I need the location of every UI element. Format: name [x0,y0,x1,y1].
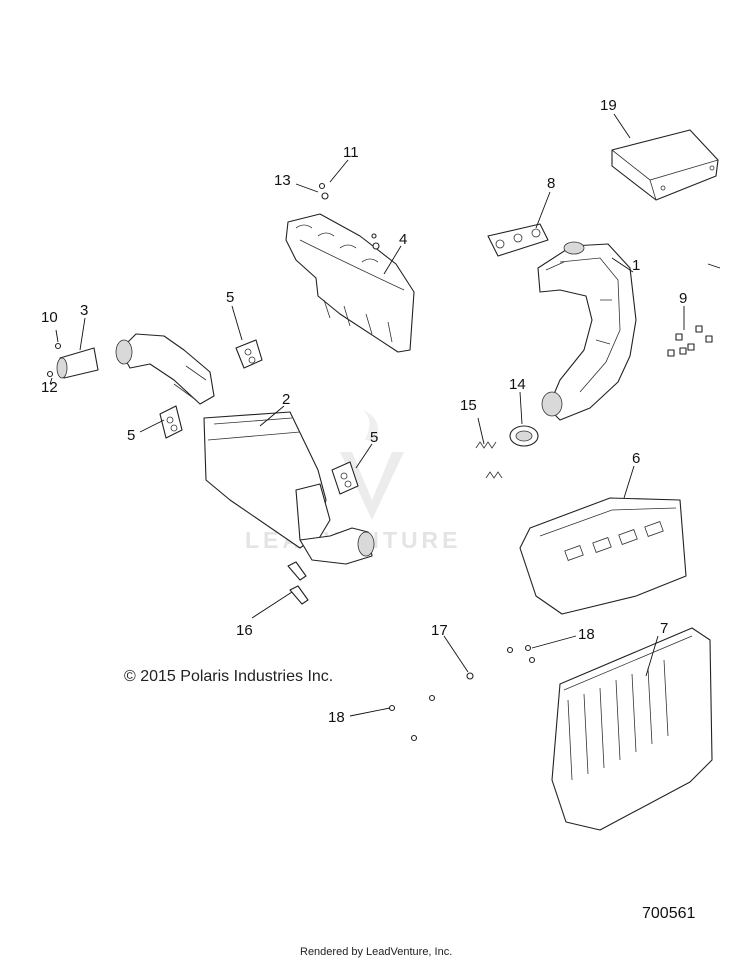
callout-9: 9 [679,290,687,307]
callout-2: 2 [282,391,290,408]
callout-1: 1 [632,257,640,274]
callout-11: 11 [343,144,359,161]
part-4-heat-shield[interactable] [285,213,415,353]
part-5-isolator-b[interactable] [159,405,183,439]
part-15-spring[interactable] [475,441,503,479]
callout-8: 8 [547,175,555,192]
part-17-fastener[interactable] [466,672,474,680]
part-10-screw[interactable] [54,342,62,350]
hardware-near-part-4[interactable] [318,182,380,250]
copyright-notice: © 2015 Polaris Industries Inc. [124,668,333,685]
leader-lines [49,113,721,717]
callout-5a: 5 [226,289,234,306]
part-18-fastener-a[interactable] [506,644,536,664]
callout-numbers: 19 1 8 9 11 13 4 5 3 10 12 2 5 5 14 15 6… [41,97,687,726]
callout-19: 19 [600,97,617,114]
document-number: 700561 [642,905,695,922]
callout-7: 7 [660,620,668,637]
callout-4: 4 [399,231,407,248]
callout-12: 12 [41,379,58,396]
callout-10: 10 [41,309,58,326]
part-7-skid-shield[interactable] [551,627,713,831]
callout-3: 3 [80,302,88,319]
part-16-bolts[interactable] [287,561,309,605]
part-14-seal[interactable] [509,425,539,447]
part-18-fastener-b[interactable] [388,694,436,742]
part-1-exhaust-header[interactable] [537,241,637,421]
part-9-bolts[interactable] [667,325,713,357]
callout-15: 15 [460,397,477,414]
part-12-screw[interactable] [46,370,54,378]
callout-13: 13 [274,172,291,189]
part-8-gasket[interactable] [487,223,549,257]
callout-17: 17 [431,622,448,639]
part-6-heat-shield[interactable] [519,497,687,615]
part-19-heat-shield[interactable] [611,129,719,201]
callout-18a: 18 [578,626,595,643]
part-5-isolator-c[interactable] [331,461,359,495]
callout-16: 16 [236,622,253,639]
callout-5c: 5 [370,429,378,446]
callout-5b: 5 [127,427,135,444]
callout-14: 14 [509,376,526,393]
part-5-isolator-a[interactable] [235,339,263,369]
render-credit: Rendered by LeadVenture, Inc. [300,946,452,958]
part-2-muffler[interactable] [115,333,375,565]
callout-6: 6 [632,450,640,467]
callout-18b: 18 [328,709,345,726]
part-3-tail-cap[interactable] [56,347,99,379]
